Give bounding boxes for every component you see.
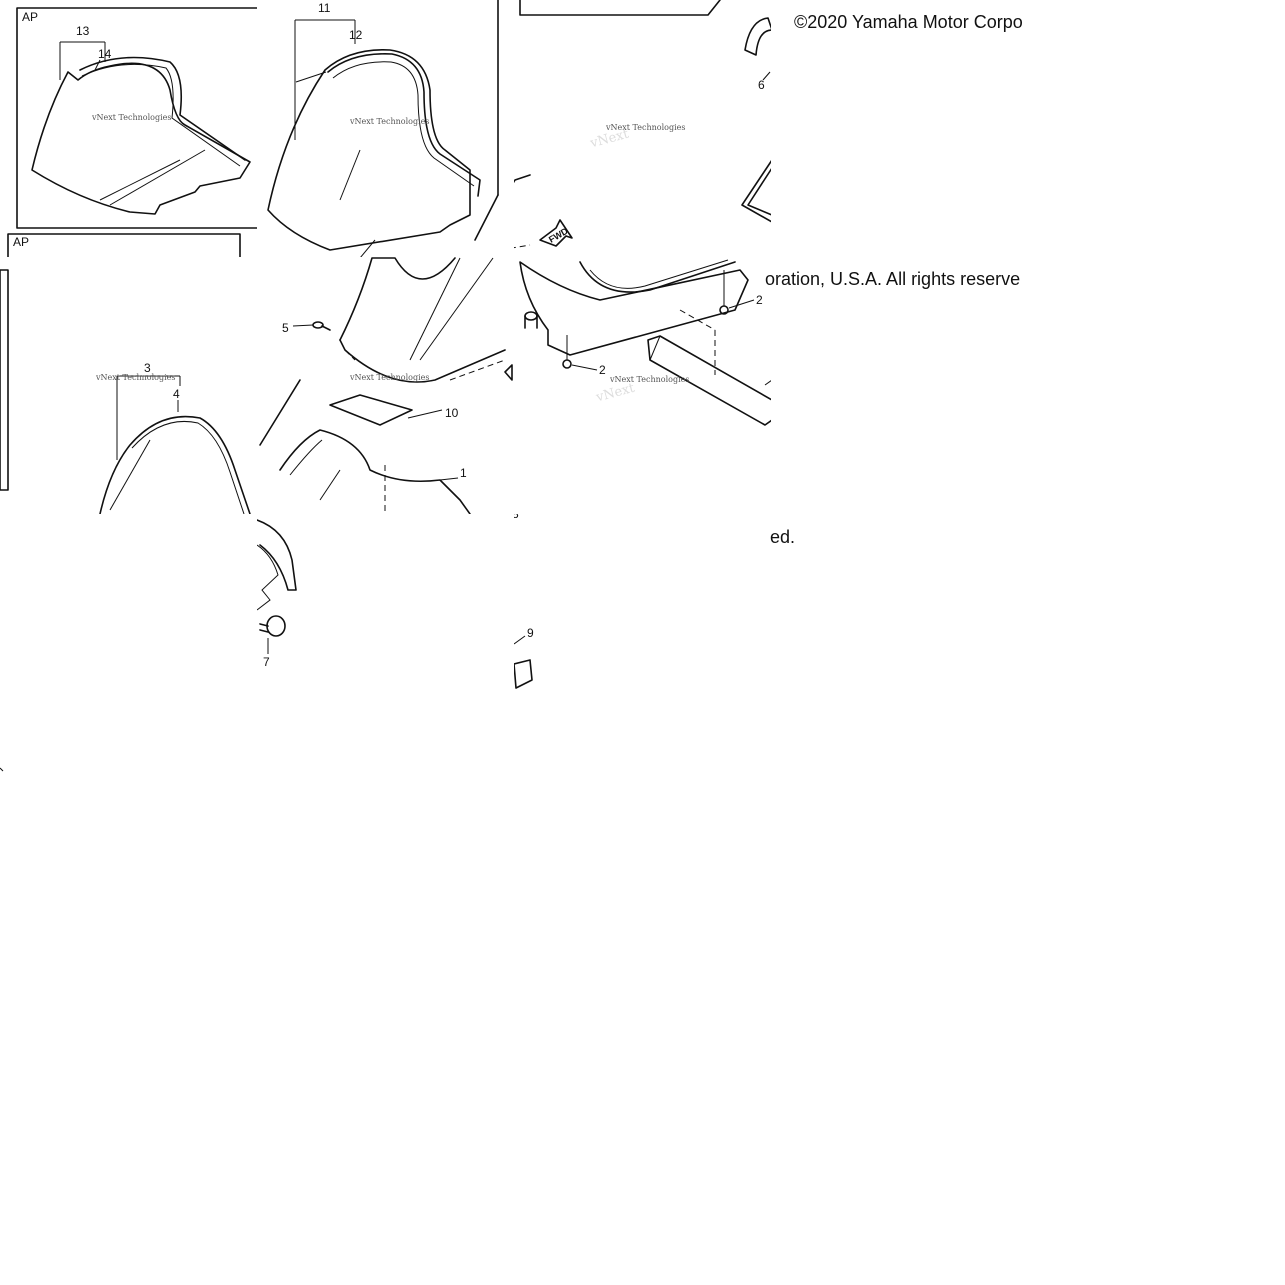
trim-strip-main	[327, 53, 481, 197]
callout-12: 12	[349, 28, 363, 42]
callout-7: 7	[263, 655, 270, 669]
frame-rail-part-8	[514, 450, 645, 510]
watermark-a: vNext Technologies	[91, 113, 171, 122]
windshield-alt-lower: 7	[257, 519, 297, 669]
windshield-inset-a	[31, 62, 251, 215]
copyright-clip-top: ©2020 Yamaha Motor Corpo	[792, 10, 1032, 38]
callout-4: 4	[173, 387, 180, 401]
fwd-label: FWD	[547, 226, 570, 245]
callout-5: 5	[282, 321, 289, 335]
inset-label-lower: AP	[13, 235, 29, 249]
watermark-f: vNext Technologies	[609, 375, 689, 384]
bracket-part-6	[744, 17, 771, 56]
callout-3: 3	[144, 361, 151, 375]
callout-8: 8	[512, 507, 519, 521]
callout-10: 10	[445, 406, 459, 420]
copyright-line-middle: oration, U.S.A. All rights reserve	[765, 269, 1021, 289]
rails-lower: 8 9	[512, 450, 645, 689]
callout-6: 6	[758, 78, 765, 92]
inset-frame	[16, 7, 257, 229]
bolt-2-lower	[562, 335, 598, 371]
callout-13: 13	[76, 24, 90, 38]
inset-frame-lower	[7, 233, 241, 257]
front-cowl-top: 6 8CY3100-9310 FWD vNext Technologies vN…	[514, 0, 844, 249]
watermark-c: vNext Technologies	[605, 123, 685, 132]
fastener-part-7	[259, 615, 286, 654]
windshield-main	[267, 49, 471, 251]
bolt-2-upper	[719, 270, 755, 315]
grommet-part	[524, 311, 538, 329]
watermark-b: vNext Technologies	[349, 117, 429, 126]
lower-cowl: 2 2 vNext Technologies vNext	[519, 259, 771, 426]
inset-top-left: AP 13 14 vNext Technologies AP	[7, 7, 257, 257]
callout-2-lower: 2	[599, 363, 606, 377]
svg-text:vNext: vNext	[588, 127, 631, 152]
frame-rail-top	[741, 160, 771, 223]
windshield-main-top: 11 12 vNext Technologies	[267, 0, 499, 257]
svg-text:vNext: vNext	[594, 381, 637, 406]
callout-9: 9	[527, 626, 534, 640]
copyright-line-top: ©2020 Yamaha Motor Corpo	[794, 12, 1023, 32]
cowl-body-part-1	[279, 429, 471, 514]
pad-part-10	[329, 394, 413, 426]
lower-cowl-panel	[519, 261, 749, 356]
callout-2-upper: 2	[756, 293, 763, 307]
fastener-part-5	[292, 321, 331, 331]
callout-11: 11	[318, 1, 331, 15]
windshield-alt: 3 4 vNext Technologies	[0, 269, 251, 514]
inset-label: AP	[22, 10, 38, 24]
callout-14: 14	[98, 47, 112, 61]
bracket-part-9	[514, 659, 533, 689]
copyright-clip-bottom: ed.	[770, 525, 810, 553]
fwd-arrow: FWD	[539, 219, 573, 247]
windshield-main-bottom: 5 10 1 vNext Technologies	[259, 257, 513, 514]
copyright-line-bottom: ed.	[770, 527, 796, 547]
watermark-d: vNext Technologies	[95, 373, 175, 382]
part-code-top: 8CY3100-9310	[776, 0, 844, 11]
callout-1: 1	[460, 466, 467, 480]
watermark-e: vNext Technologies	[349, 373, 429, 382]
copyright-clip-middle: oration, U.S.A. All rights reserve	[765, 267, 1032, 295]
trim-strip-inset-a	[79, 56, 246, 161]
